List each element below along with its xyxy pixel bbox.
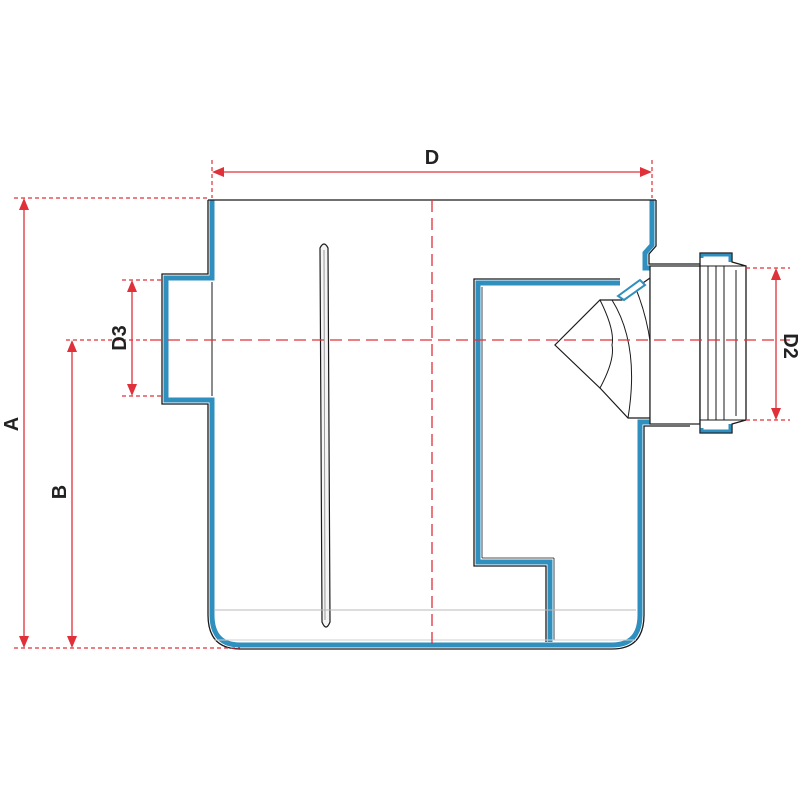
dimension-D: D [211,147,653,198]
dimension-D2-label: D2 [779,333,800,359]
outlet-socket [649,252,747,434]
dimension-D2: D2 [746,267,800,421]
dimension-A: A [1,197,240,649]
body-wall-blue [163,200,690,648]
dip-tube [473,278,620,642]
socket-body [699,252,747,434]
outlet-seal-lip [616,278,647,302]
outlet-transition [554,276,654,419]
trap-body [161,199,700,650]
dip-tube-outline [473,278,620,642]
body-wall-outline [161,200,690,650]
dimension-B-label: B [49,485,71,499]
body-wall-right-top [642,200,700,271]
dimension-D3: D3 [109,279,162,397]
dip-tube-blue [475,280,620,642]
dimension-B: B [49,339,150,648]
left-baffle [319,243,331,628]
dimension-D3-label: D3 [109,325,131,351]
dimension-D-label: D [425,147,439,169]
dimension-A-label: A [1,417,23,431]
body-wall-right-top-outline [648,200,700,265]
